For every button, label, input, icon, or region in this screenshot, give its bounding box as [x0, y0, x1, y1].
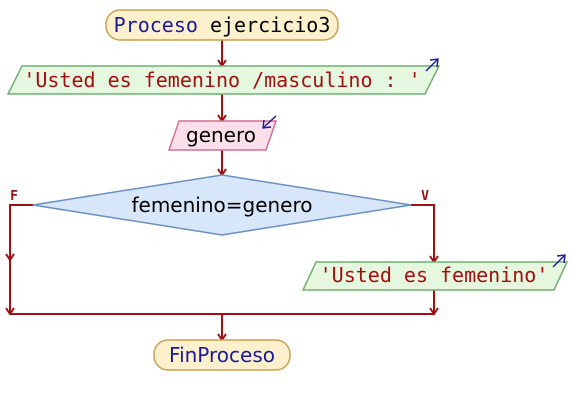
output-prompt-block[interactable]: 'Usted es femenino /masculino : ': [6, 58, 441, 95]
false-branch-label: F: [10, 189, 18, 204]
start-terminal[interactable]: Proceso ejercicio3: [105, 9, 339, 41]
output-true-text: 'Usted es femenino': [320, 263, 549, 287]
input-block[interactable]: genero: [167, 115, 278, 151]
svg-text:Proceso ejercicio3: Proceso ejercicio3: [114, 13, 331, 37]
start-space: [198, 13, 210, 37]
input-variable-text: genero: [186, 123, 256, 147]
true-branch-label: V: [421, 189, 429, 204]
decision-condition-text: femenino=genero: [131, 193, 312, 217]
end-terminal[interactable]: FinProceso: [153, 339, 291, 371]
end-terminal-text: FinProceso: [169, 343, 275, 367]
connector-true-branch: [411, 204, 435, 262]
connector-false-branch: [9, 204, 33, 314]
output-prompt-text: 'Usted es femenino /masculino : ': [23, 68, 420, 92]
arrow-head: [5, 253, 15, 262]
connectors: [5, 39, 439, 342]
input-corner-arrow-icon: [262, 115, 277, 129]
output-corner-arrow-icon: [425, 58, 439, 72]
start-process-name: ejercicio3: [210, 13, 330, 37]
output-true-block[interactable]: 'Usted es femenino': [301, 254, 569, 291]
output-corner-arrow-icon: [552, 254, 566, 268]
decision-block[interactable]: femenino=genero: [32, 174, 412, 236]
start-keyword: Proceso: [114, 13, 198, 37]
